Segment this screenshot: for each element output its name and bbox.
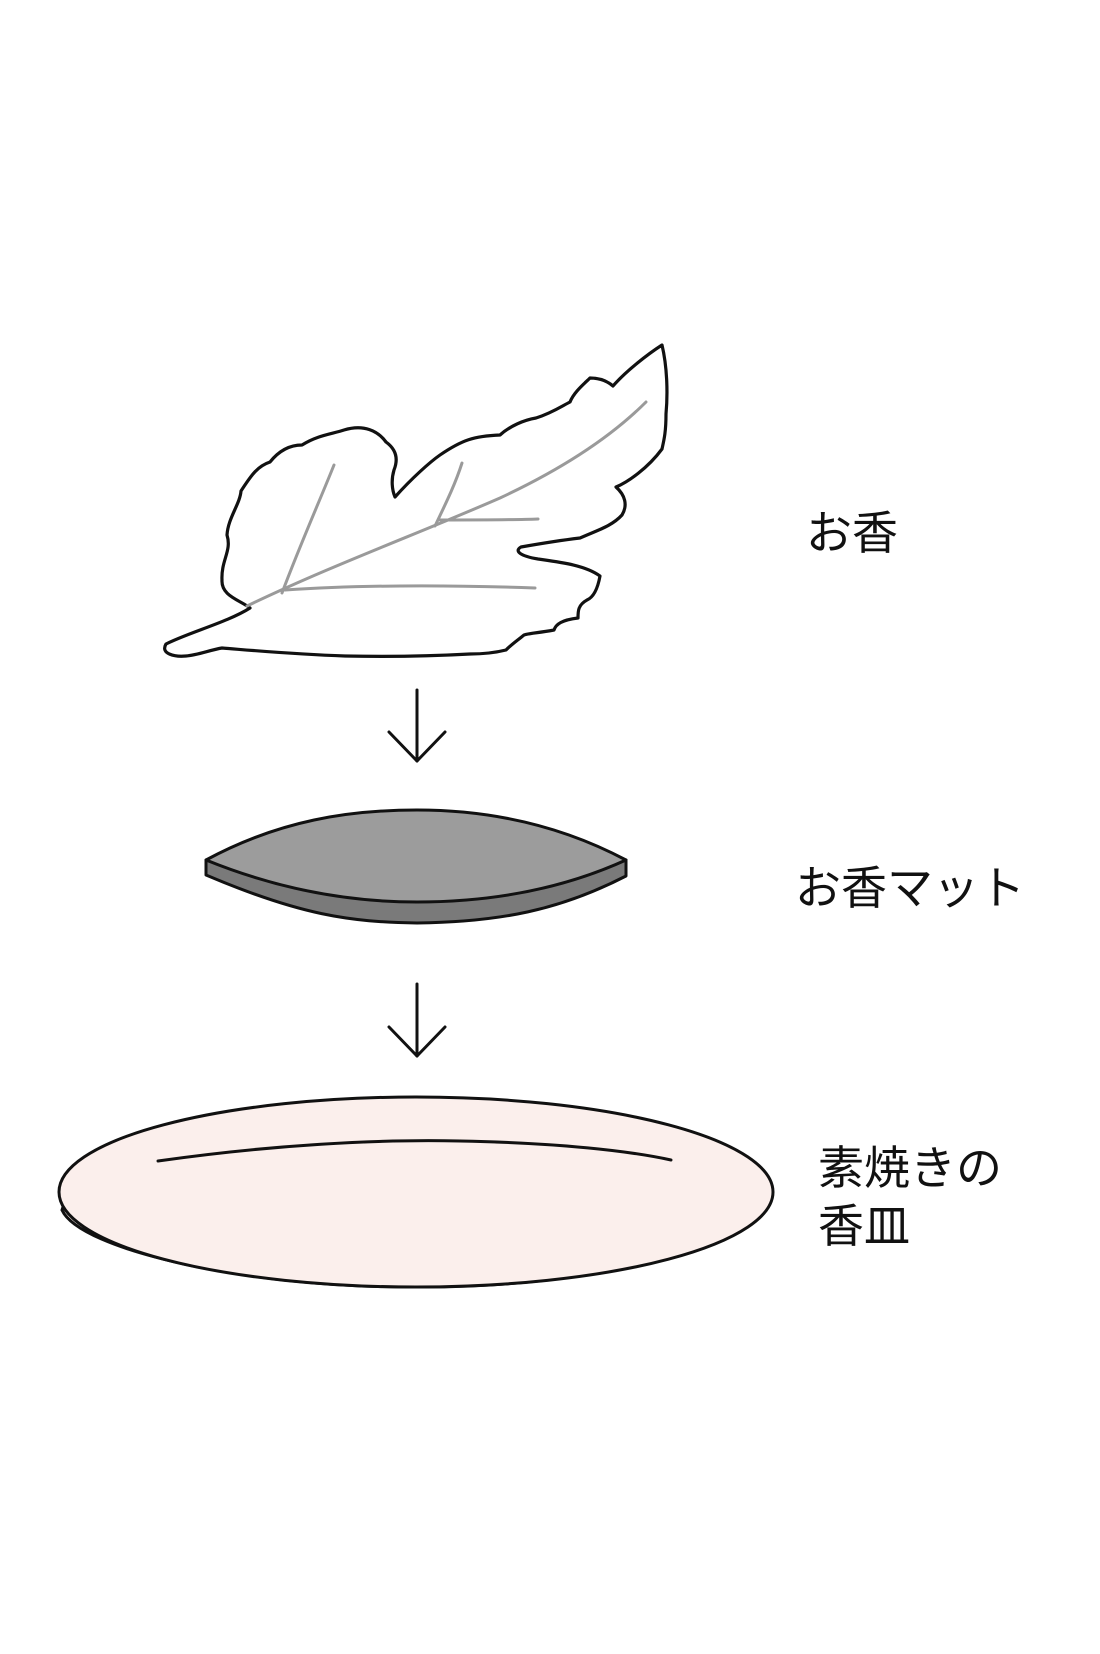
incense-leaf-icon bbox=[163, 343, 669, 658]
incense-plate-label: 素焼きの 香皿 bbox=[818, 1140, 1002, 1255]
down-arrow-icon bbox=[387, 982, 447, 1058]
incense-leaf-veins bbox=[245, 400, 648, 608]
down-arrow-icon bbox=[387, 688, 447, 763]
incense-mat-top bbox=[204, 808, 628, 904]
incense-mat-label: お香マット bbox=[795, 861, 1025, 915]
incense-plate-label-line1: 素焼きの bbox=[818, 1141, 1002, 1195]
incense-label: お香 bbox=[806, 506, 898, 560]
incense-mat-icon bbox=[204, 808, 628, 925]
incense-plate-icon bbox=[57, 1095, 775, 1289]
incense-plate-rim-line bbox=[156, 1139, 673, 1163]
incense-leaf-outline bbox=[163, 343, 669, 658]
incense-plate-top bbox=[57, 1095, 775, 1289]
incense-plate-label-line2: 香皿 bbox=[818, 1198, 910, 1253]
